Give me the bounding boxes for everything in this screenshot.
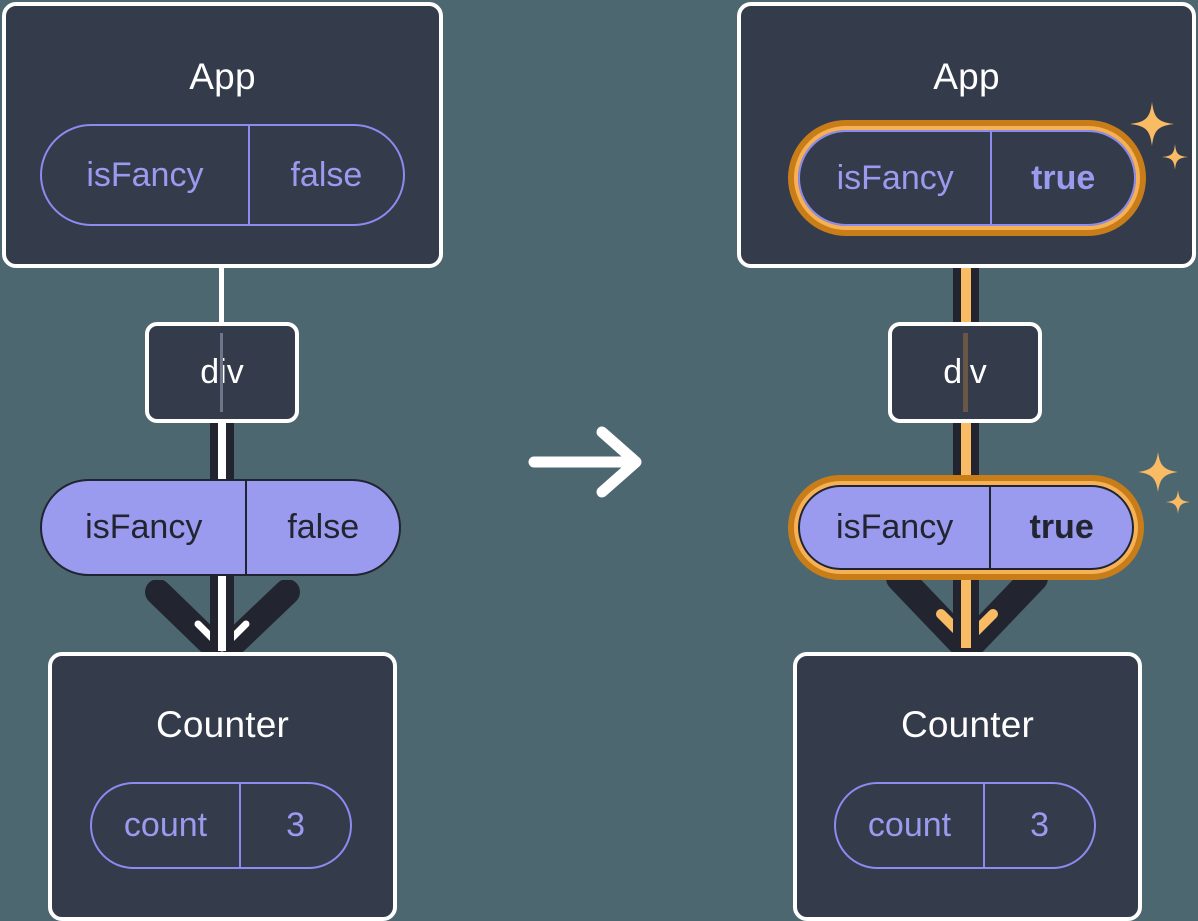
sparkle-app-icon (1128, 100, 1190, 180)
app-title-before: App (189, 56, 256, 97)
div-internal-line-before (220, 333, 223, 412)
connector-div-to-prop-center-before (218, 418, 226, 488)
counter-state-value-after: 3 (983, 784, 1094, 867)
counter-state-value-before: 3 (239, 784, 350, 867)
connector-app-to-div-before (219, 266, 224, 326)
arrow-shaft-center-before (218, 565, 226, 651)
transition-arrow-right-icon (528, 424, 648, 500)
arrow-shaft-dark-left-after (953, 560, 962, 652)
connector-div-to-prop-left-before (210, 418, 218, 488)
app-state-key-after: isFancy (836, 158, 954, 197)
counter-state-pill-before[interactable]: count 3 (90, 782, 352, 869)
app-state-value-before: false (247, 126, 403, 224)
counter-state-pill-after[interactable]: count 3 (834, 782, 1096, 869)
app-state-pill-after[interactable]: isFancy true (798, 130, 1136, 226)
app-state-value-after: true (990, 132, 1134, 224)
prop-value-after: true (989, 487, 1132, 568)
arrow-shaft-dark-right-after (970, 560, 979, 652)
app-state-pill-before[interactable]: isFancy false (40, 124, 405, 226)
arrow-shaft-right-before (226, 565, 234, 655)
counter-state-key-after: count (867, 806, 952, 844)
div-internal-line-after (963, 333, 968, 412)
counter-state-key-before: count (123, 806, 208, 844)
prop-value-before: false (245, 481, 399, 574)
prop-pill-before[interactable]: isFancy false (40, 479, 401, 576)
connector-div-to-prop-right-before (226, 418, 234, 488)
sparkle-prop-icon (1138, 450, 1194, 520)
arrow-shaft-orange-after (961, 560, 971, 648)
counter-title-after: Counter (900, 704, 1035, 745)
app-state-key-before: isFancy (86, 155, 204, 194)
prop-pill-after[interactable]: isFancy true (798, 485, 1134, 570)
counter-title-before: Counter (155, 704, 290, 745)
prop-key-after: isFancy (836, 508, 954, 546)
prop-key-before: isFancy (85, 508, 203, 546)
arrow-shaft-left-before (210, 565, 218, 655)
app-title-after: App (933, 56, 1000, 97)
